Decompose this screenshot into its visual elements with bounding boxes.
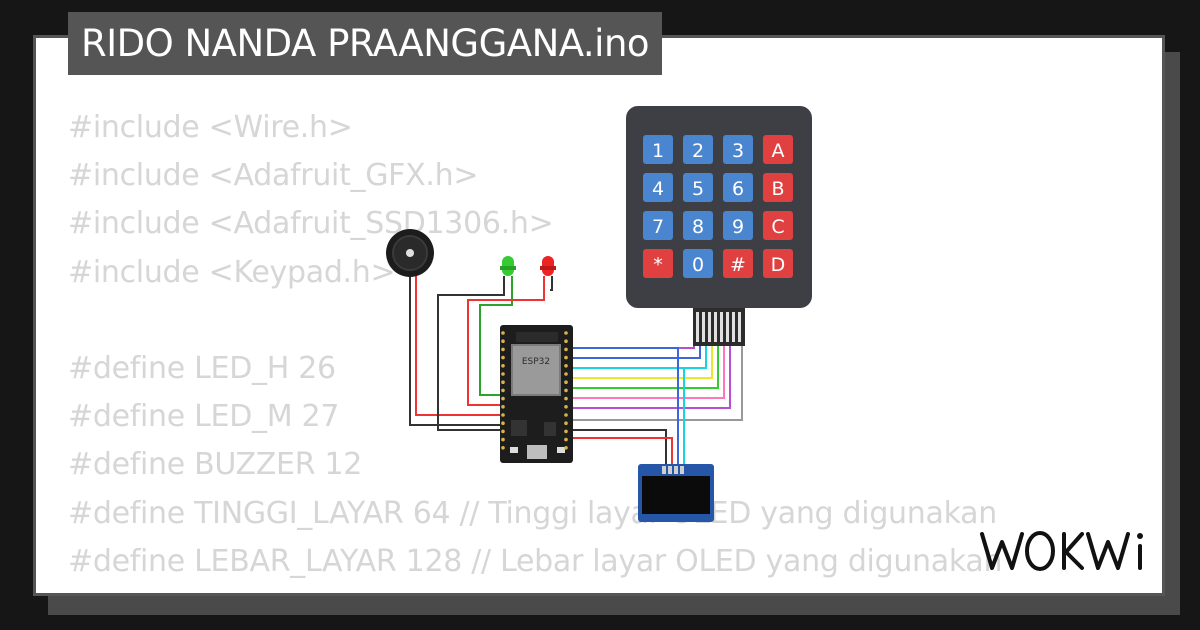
keypad-key-label: 8 [692,216,704,238]
code-line: #include <Keypad.h> [68,254,396,290]
keypad-key: 7 [643,211,673,240]
preview-card: #include <Wire.h> #include <Adafruit_GFX.… [33,35,1165,596]
led-green [500,256,516,276]
keypad-key-label: 0 [692,254,704,276]
keypad-key: 6 [723,173,753,202]
wire-keypad-6 [573,346,725,399]
code-line: #define BUZZER 12 [68,447,363,483]
keypad-key: 5 [683,173,713,202]
esp32-board: ESP32 [500,325,573,463]
keypad-key: 9 [723,211,753,240]
wire-keypad-7 [573,346,731,409]
wire-buzzer-gnd [409,275,500,426]
code-line: #define LEBAR_LAYAR 128 // Lebar layar O… [68,543,1003,579]
wire-led-red-gnd [550,276,553,291]
keypad-key-label: 5 [692,178,704,200]
keypad: 1 2 3 A 4 5 6 B 7 8 9 C * 0 # D [626,106,812,346]
keypad-key-label: # [730,254,746,276]
keypad-key: D [763,249,793,278]
keypad-key: 1 [643,135,673,164]
oled-display [638,464,714,522]
keypad-key-label: * [653,254,663,276]
wire-oled-vcc [573,437,673,466]
wire-led-red-signal [467,276,545,406]
keypad-key-label: A [772,140,785,162]
keypad-key: C [763,211,793,240]
keypad-key: # [723,249,753,278]
keypad-key-label: 9 [732,216,744,238]
keypad-key: B [763,173,793,202]
code-line: #include <Wire.h> [68,110,353,145]
keypad-key: 0 [683,249,713,278]
wire-buzzer-signal [415,275,500,416]
keypad-key: 2 [683,135,713,164]
wire-led-green-signal [479,276,513,396]
wire-keypad-2 [573,346,701,359]
keypad-key-label: C [771,216,784,238]
wire-oled-scl [573,347,679,466]
keypad-key-label: 2 [692,140,704,162]
project-title: RIDO NANDA PRAANGGANA.ino [68,12,663,75]
wire-keypad-4 [573,346,713,379]
wire-oled-gnd [573,429,667,466]
code-line: #define LED_M 27 [68,399,340,435]
keypad-key-label: 6 [732,178,744,200]
wokwi-logo [980,531,1143,571]
keypad-key: A [763,135,793,164]
wire-keypad-8 [573,346,743,421]
keypad-key-label: 4 [652,178,664,200]
keypad-key-label: 1 [652,140,664,162]
buzzer [386,229,434,277]
wire-led-green-gnd [437,276,505,431]
wire-oled-sda [573,367,685,466]
wire-keypad-5 [573,346,719,389]
keypad-key-label: 7 [652,216,664,238]
keypad-key-label: D [771,254,786,276]
keypad-key: * [643,249,673,278]
code-line: #include <Adafruit_GFX.h> [68,158,479,194]
wires [409,275,743,466]
keypad-key-label: B [771,178,784,200]
keypad-key-label: 3 [732,140,744,162]
led-red [540,256,556,276]
keypad-key: 8 [683,211,713,240]
code-line: #define LED_H 26 [68,350,336,386]
esp32-label: ESP32 [522,357,550,367]
keypad-key: 3 [723,135,753,164]
code-line: #include <Adafruit_SSD1306.h> [68,206,554,242]
keypad-key: 4 [643,173,673,202]
